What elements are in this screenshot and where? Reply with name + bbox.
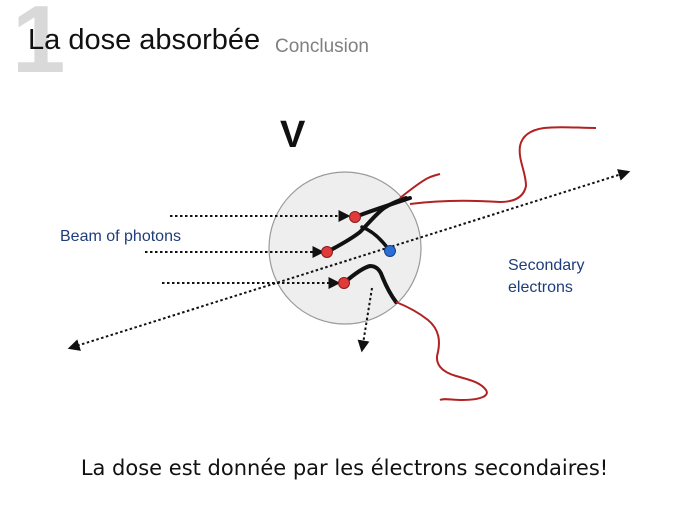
secondary-electrons-label: Secondary electrons bbox=[508, 255, 585, 298]
secondary-label-line2: electrons bbox=[508, 278, 573, 296]
electron-track-inner-4 bbox=[342, 263, 398, 304]
electron-track-escape-1 bbox=[399, 173, 441, 199]
slide-number: 1 bbox=[12, 0, 66, 93]
electron-track-inner-3 bbox=[360, 225, 388, 248]
slide-title: La dose absorbée bbox=[28, 24, 261, 56]
scattered-photon bbox=[357, 287, 373, 353]
slide-subtitle: Conclusion bbox=[275, 36, 369, 57]
conclusion-text: La dose est donnée par les électrons sec… bbox=[80, 456, 609, 480]
volume-sphere bbox=[268, 171, 422, 325]
beam-label: Beam of photons bbox=[60, 228, 181, 245]
electron-track-escape-3 bbox=[395, 301, 488, 402]
electron-track-escape-2 bbox=[409, 126, 597, 205]
interaction-point-3 bbox=[338, 277, 350, 289]
interaction-point-2 bbox=[321, 246, 333, 258]
secondary-label-line1: Secondary bbox=[508, 257, 585, 274]
interaction-point-1 bbox=[349, 211, 361, 223]
volume-label: V bbox=[280, 114, 306, 156]
electron-track-inner-2 bbox=[325, 196, 408, 254]
interaction-point-blue bbox=[384, 245, 396, 257]
